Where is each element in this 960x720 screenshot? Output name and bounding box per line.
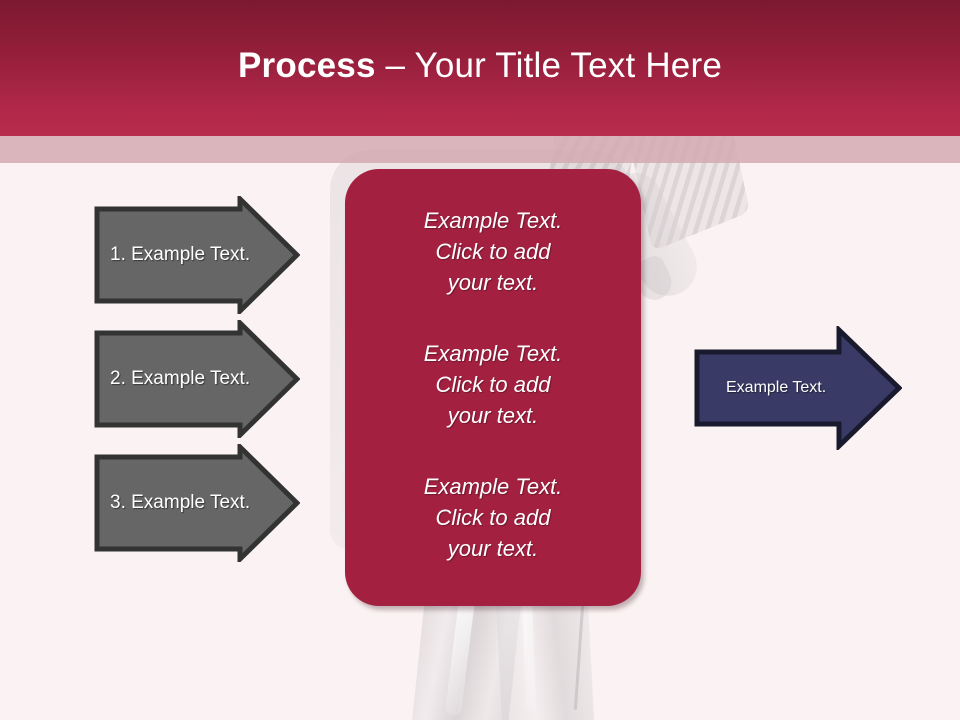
result-arrow[interactable]: Example Text. (694, 326, 902, 450)
accent-band (0, 136, 960, 163)
watermark-boot-highlight-right (522, 599, 536, 711)
panel-text-block-1-line-3: your text. (447, 270, 539, 295)
panel-text-block-2-line-2: Click to add (435, 372, 551, 397)
arrow-right-icon (694, 326, 902, 450)
step-arrow-1[interactable]: 1. Example Text. (94, 196, 300, 314)
watermark-boot-highlight-left (444, 595, 476, 717)
result-arrow-label: Example Text. (726, 379, 827, 396)
title-bar: Process – Your Title Text Here (0, 0, 960, 136)
step-arrow-2-label: 2. Example Text. (110, 368, 251, 389)
panel-text-block-2-line-1: Example Text. (423, 341, 563, 366)
panel-text-block-1-line-2: Click to add (435, 239, 551, 264)
step-arrow-1-label: 1. Example Text. (110, 244, 251, 265)
panel-text-block-2-line-3: your text. (447, 403, 539, 428)
arrow-right-icon (94, 320, 300, 438)
panel-text-block-3-line-2: Click to add (435, 505, 551, 530)
panel-text-block-3-line-1: Example Text. (423, 474, 563, 499)
arrow-right-icon (94, 196, 300, 314)
panel-text-block-3: Example Text. Click to add your text. (378, 471, 608, 564)
center-content-panel[interactable]: Example Text. Click to add your text. Ex… (345, 169, 641, 606)
arrow-right-icon (94, 444, 300, 562)
panel-text-block-1-line-1: Example Text. (423, 208, 563, 233)
step-arrow-3[interactable]: 3. Example Text. (94, 444, 300, 562)
panel-text-block-2: Example Text. Click to add your text. (378, 338, 608, 431)
panel-text-block-3-line-3: your text. (447, 536, 539, 561)
panel-text-block-1: Example Text. Click to add your text. (378, 205, 608, 298)
watermark-boot-lace (573, 590, 586, 710)
step-arrow-2[interactable]: 2. Example Text. (94, 320, 300, 438)
title-strong-part: Process (238, 45, 376, 85)
step-arrow-3-label: 3. Example Text. (110, 492, 251, 513)
title-rest-part: – Your Title Text Here (375, 45, 722, 85)
page-title: Process – Your Title Text Here (238, 48, 722, 89)
